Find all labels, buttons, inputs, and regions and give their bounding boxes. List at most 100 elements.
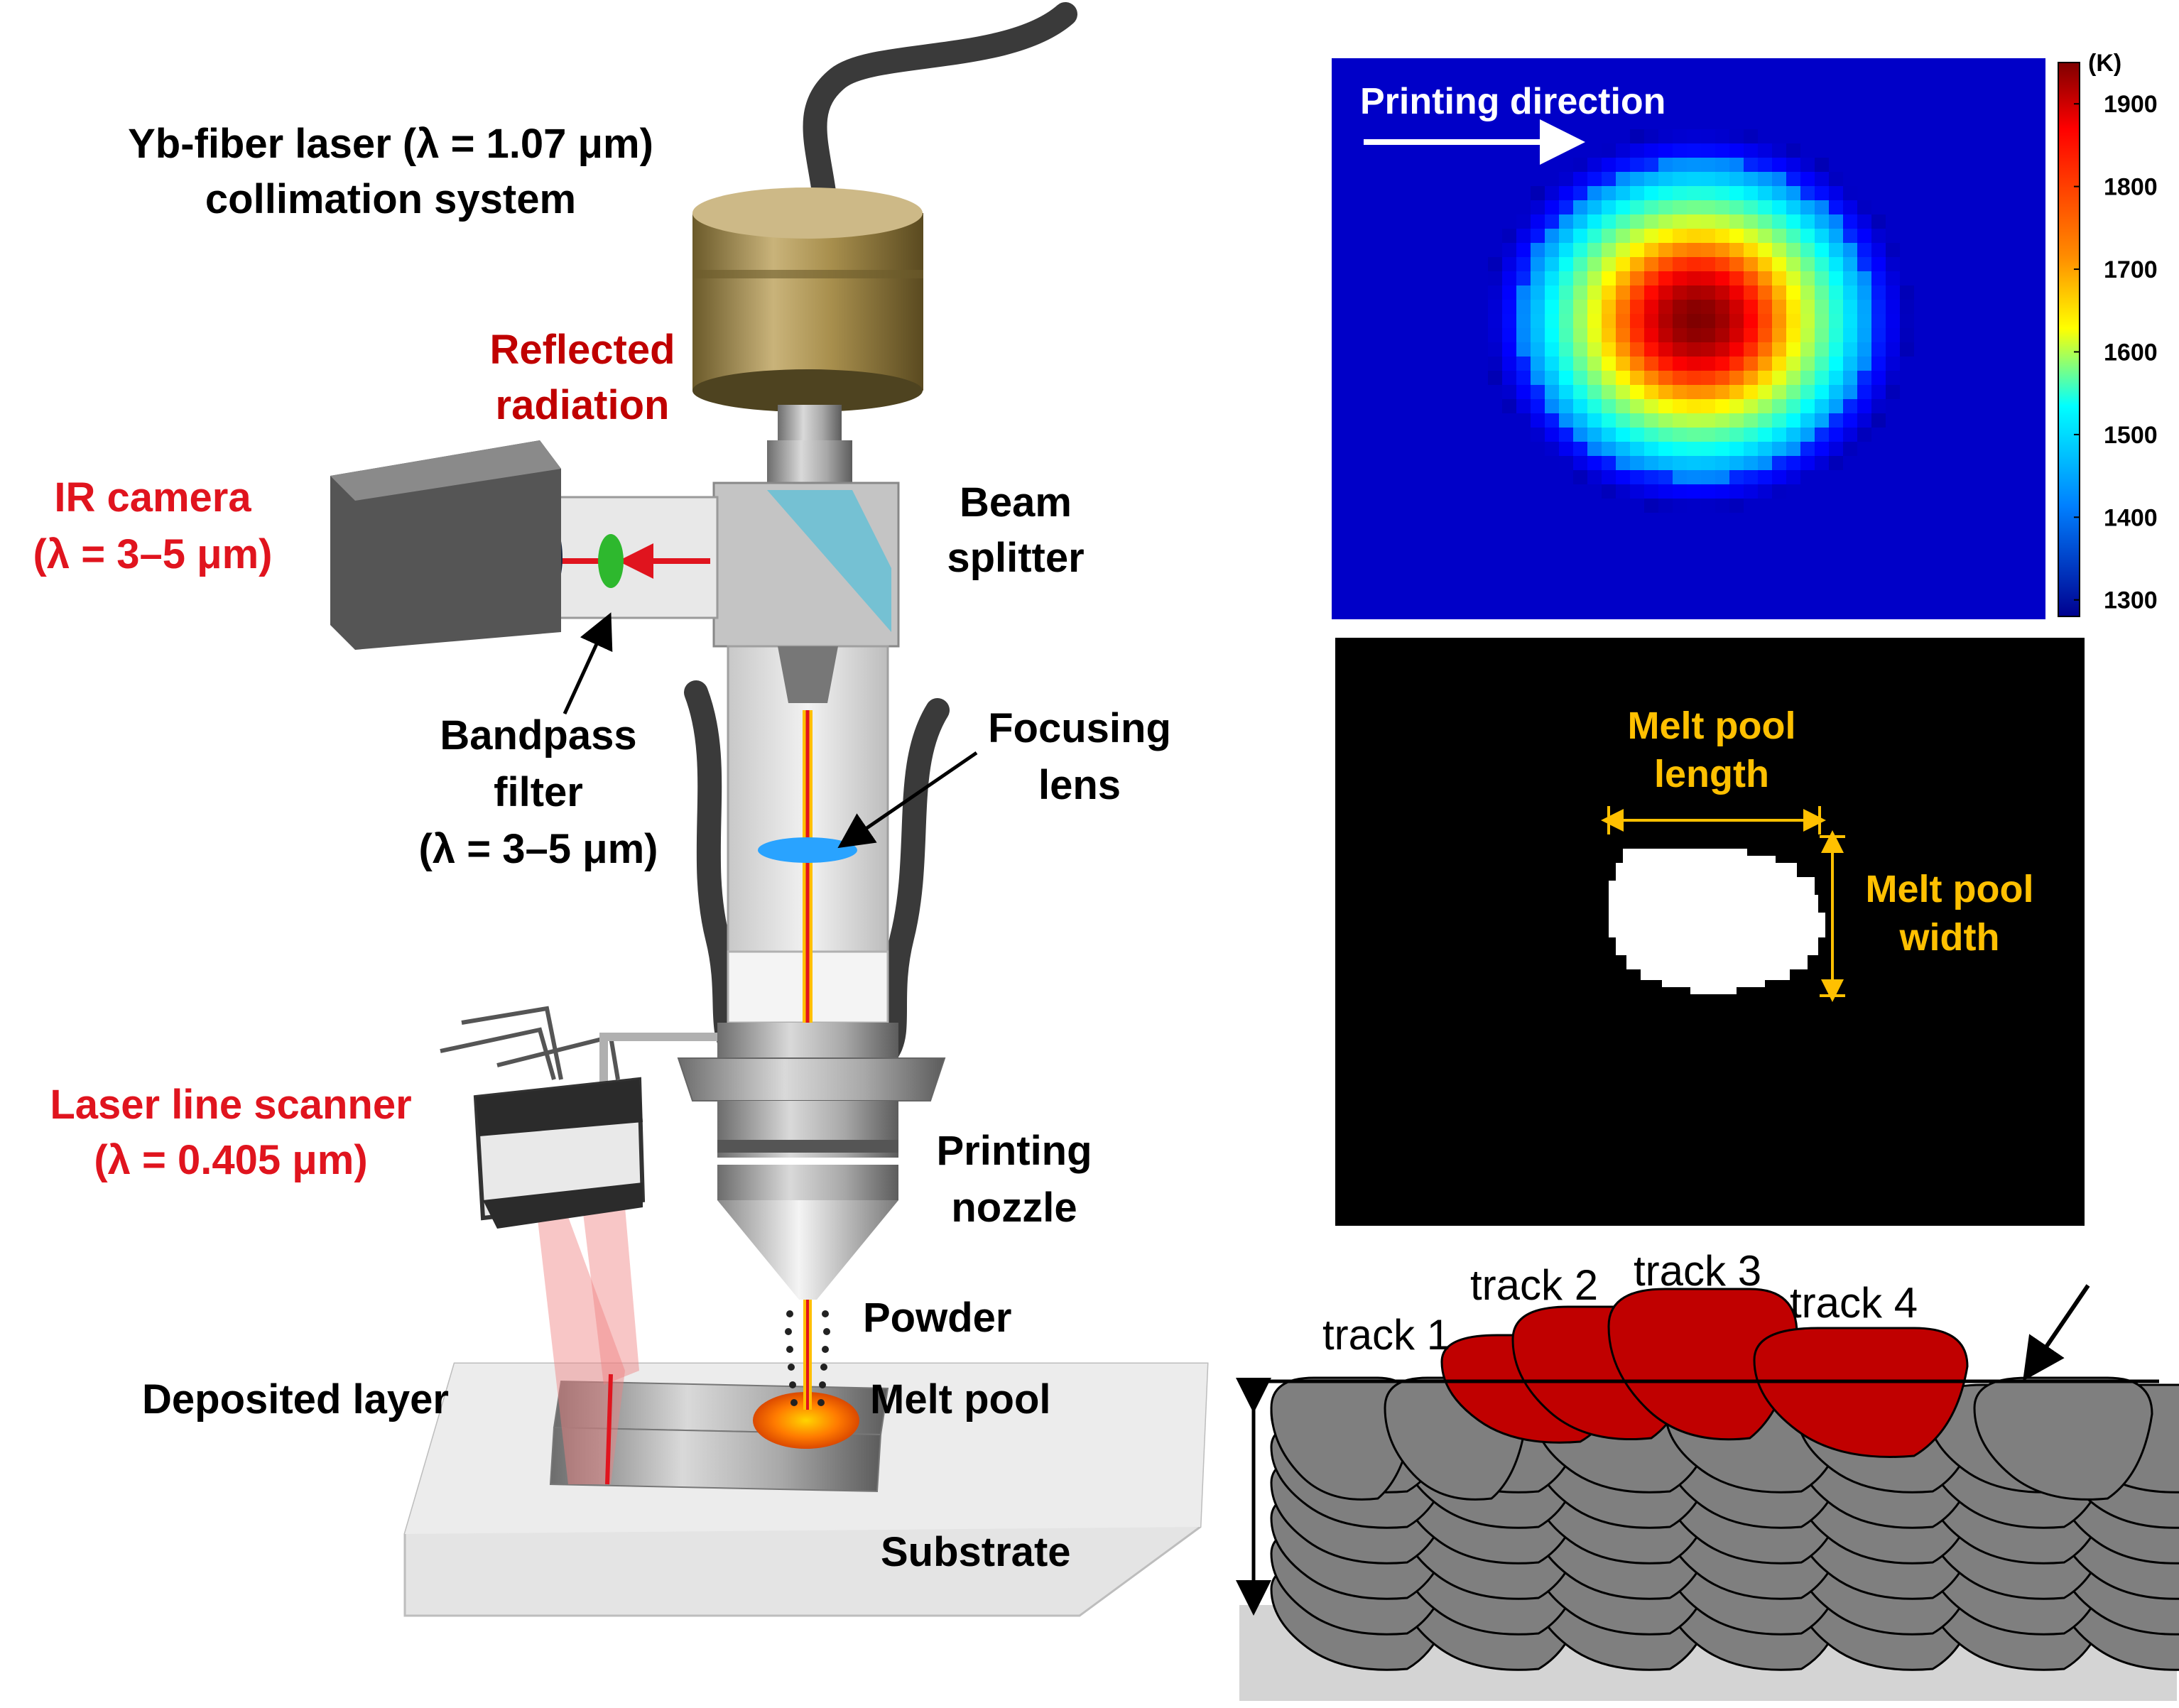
heatmap-cell [1900, 300, 1914, 314]
heatmap-cell [1715, 300, 1729, 314]
heatmap-cell [1800, 314, 1815, 328]
heatmap-cell [1644, 158, 1658, 172]
heatmap-cell [1744, 428, 1758, 442]
heatmap-cell [1886, 342, 1900, 357]
heatmap-cell [1516, 285, 1531, 300]
heatmap-cell [1772, 243, 1786, 257]
heatmap-cell [1559, 300, 1573, 314]
heatmap-cell [1786, 300, 1800, 314]
heatmap-cell [1658, 413, 1673, 428]
heatmap-cell [1744, 186, 1758, 200]
heatmap-cell [1800, 456, 1815, 470]
heatmap-cell [1758, 143, 1772, 158]
heatmap-cell [1531, 428, 1545, 442]
heatmap-cell [1871, 229, 1886, 243]
heatmap-cell [1658, 428, 1673, 442]
heatmap-cell [1729, 186, 1744, 200]
heatmap-cell [1786, 357, 1800, 371]
heatmap-cell [1815, 300, 1829, 314]
heatmap-cell [1630, 158, 1644, 172]
heatmap-cell [1701, 499, 1715, 513]
heatmap-cell [1658, 143, 1673, 158]
heatmap-cell [1829, 300, 1843, 314]
heatmap-cell [1630, 214, 1644, 229]
heatmap-cell [1815, 229, 1829, 243]
heatmap-cell [1559, 442, 1573, 456]
heatmap-cell [1616, 271, 1630, 285]
heatmap-cell [1857, 243, 1871, 257]
heatmap-cell [1744, 413, 1758, 428]
heatmap-cell [1545, 342, 1559, 357]
heatmap-cell [1602, 328, 1616, 342]
heatmap-cell [1729, 399, 1744, 413]
beam-splitter-label-line2: splitter [947, 535, 1084, 581]
heatmap-cell [1559, 243, 1573, 257]
heatmap-cell [1871, 342, 1886, 357]
heatmap-cell [1758, 200, 1772, 214]
heatmap-cell [1772, 314, 1786, 328]
heatmap-cell [1644, 243, 1658, 257]
heatmap-cell [1658, 243, 1673, 257]
heatmap-cell [1701, 371, 1715, 385]
heatmap-cell [1758, 442, 1772, 456]
heatmap-cell [1658, 470, 1673, 484]
substrate-label: Substrate [881, 1529, 1071, 1575]
heatmap-cell [1573, 385, 1587, 399]
heatmap-cell [1616, 285, 1630, 300]
heatmap-cell [1744, 470, 1758, 484]
heatmap-cell [1758, 484, 1772, 499]
heatmap-cell [1729, 300, 1744, 314]
melt-pool-width-label-line1: Melt pool [1866, 868, 2034, 910]
heatmap-cell [1744, 143, 1758, 158]
heatmap-cell [1687, 484, 1701, 499]
heatmap-cell [1729, 214, 1744, 229]
heatmap-cell [1644, 285, 1658, 300]
heatmap-cell [1516, 229, 1531, 243]
heatmap-cell [1644, 129, 1658, 143]
heatmap-cell [1488, 300, 1502, 314]
heatmap-cell [1871, 399, 1886, 413]
heatmap-cell [1673, 399, 1687, 413]
heatmap-cell [1843, 385, 1857, 399]
heatmap-cell [1886, 243, 1900, 257]
heatmap-cell [1843, 300, 1857, 314]
heatmap-cell [1800, 342, 1815, 357]
track-4-label: track 4 [1790, 1279, 1918, 1327]
heatmap-cell [1658, 200, 1673, 214]
heatmap-cell [1687, 257, 1701, 271]
heatmap-cell [1516, 314, 1531, 328]
heatmap-cell [1815, 200, 1829, 214]
heatmap-cell [1758, 456, 1772, 470]
heatmap-cell [1843, 200, 1857, 214]
heatmap-cell [1815, 371, 1829, 385]
heatmap-cell [1701, 442, 1715, 456]
heatmap-cell [1687, 399, 1701, 413]
powder-particles [785, 1310, 830, 1406]
heatmap-cell [1559, 214, 1573, 229]
heatmap-cell [1630, 314, 1644, 328]
heatmap-cell [1630, 470, 1644, 484]
heatmap-cell [1630, 300, 1644, 314]
heatmap-cell [1630, 229, 1644, 243]
heatmap-cell [1815, 328, 1829, 342]
heatmap-cell [1602, 285, 1616, 300]
heatmap-cell [1843, 428, 1857, 442]
heatmap-cell [1644, 385, 1658, 399]
heatmap-cell [1744, 456, 1758, 470]
heatmap-cell [1815, 456, 1829, 470]
heatmap-cell [1545, 328, 1559, 342]
printing-head-schematic [330, 2, 1209, 1617]
heatmap-cell [1602, 186, 1616, 200]
heatmap-cell [1587, 200, 1602, 214]
heatmap-cell [1545, 385, 1559, 399]
heatmap-cell [1772, 271, 1786, 285]
heatmap-cell [1602, 271, 1616, 285]
heatmap-cell [1715, 385, 1729, 399]
heatmap-cell [1772, 186, 1786, 200]
heatmap-cell [1772, 442, 1786, 456]
heatmap-cell [1715, 243, 1729, 257]
heatmap-cell [1630, 186, 1644, 200]
focusing-tube [727, 645, 889, 1024]
heatmap-cell [1715, 357, 1729, 371]
heatmap-cell [1616, 484, 1630, 499]
